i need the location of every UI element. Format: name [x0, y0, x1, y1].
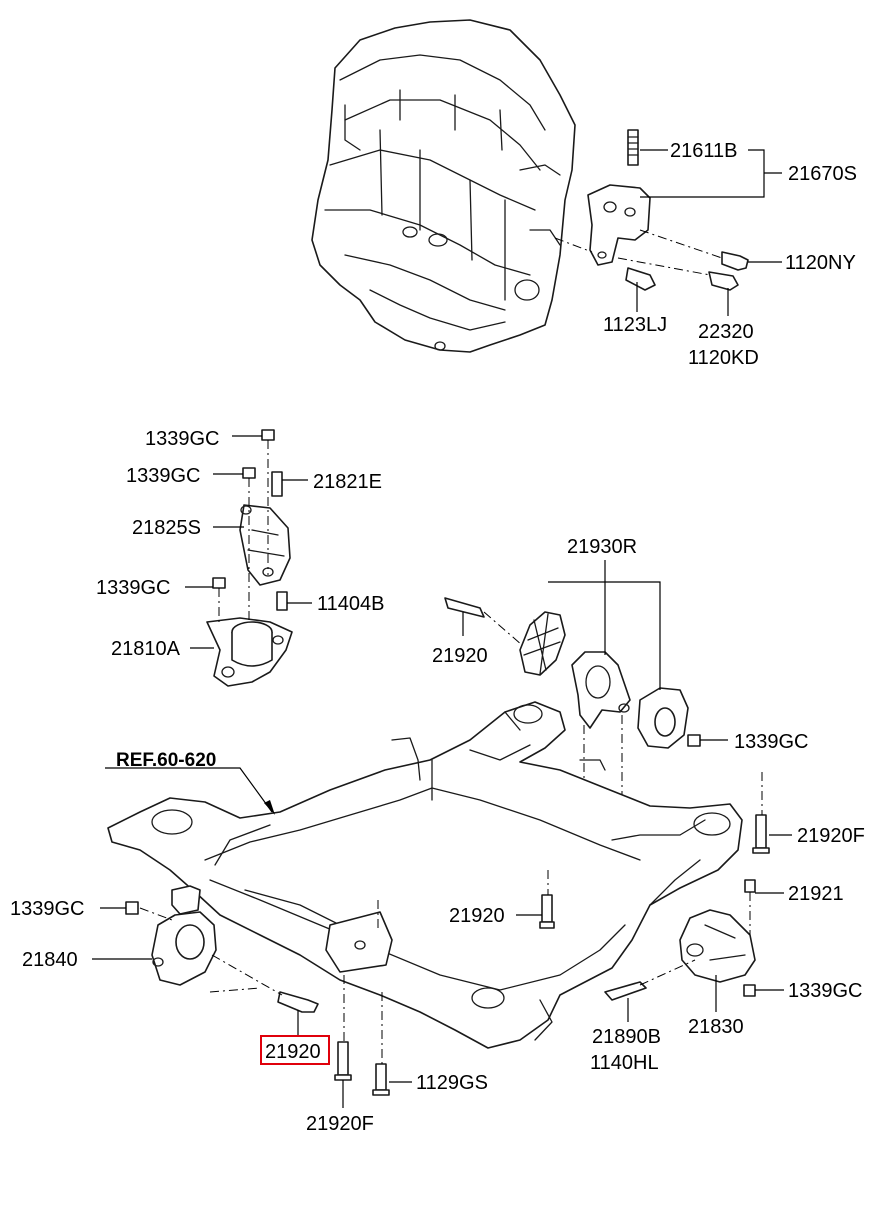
- engine-mount-bracket-21670s: [554, 129, 749, 291]
- engine-mount-21830: [604, 879, 756, 1001]
- label-21821e[interactable]: 21821E: [313, 471, 382, 493]
- leader-lines: [92, 149, 792, 1108]
- label-21920-top[interactable]: 21920: [432, 645, 488, 667]
- reference-label[interactable]: REF.60-620: [116, 750, 216, 771]
- label-21920-mid[interactable]: 21920: [449, 905, 505, 927]
- label-1339gc-e[interactable]: 1339GC: [10, 898, 85, 920]
- label-21670s[interactable]: 21670S: [788, 163, 857, 185]
- label-1120kd[interactable]: 1120KD: [688, 347, 759, 369]
- label-11404b[interactable]: 11404B: [317, 593, 384, 615]
- label-1120ny[interactable]: 1120NY: [785, 252, 856, 274]
- label-1339gc-b[interactable]: 1339GC: [126, 465, 201, 487]
- label-21890b[interactable]: 21890B: [592, 1026, 661, 1048]
- label-21920f-right[interactable]: 21920F: [797, 825, 865, 847]
- subframe-bolts: [334, 772, 770, 1096]
- engine-block: [311, 19, 576, 353]
- label-21930r[interactable]: 21930R: [567, 536, 637, 558]
- label-21825s[interactable]: 21825S: [132, 517, 201, 539]
- label-1140hl[interactable]: 1140HL: [590, 1052, 659, 1074]
- label-1339gc-d[interactable]: 1339GC: [734, 731, 809, 753]
- label-21920f-bottom[interactable]: 21920F: [306, 1113, 374, 1135]
- label-1129gs[interactable]: 1129GS: [416, 1072, 488, 1094]
- label-21921[interactable]: 21921: [788, 883, 844, 905]
- engine-mount-21840: [125, 885, 319, 1013]
- label-21611b[interactable]: 21611B: [670, 140, 737, 162]
- label-1339gc-f[interactable]: 1339GC: [788, 980, 863, 1002]
- transmission-mount-21930r: [444, 597, 701, 840]
- label-22320[interactable]: 22320: [698, 321, 754, 343]
- label-21810a[interactable]: 21810A: [111, 638, 181, 660]
- label-1339gc-c[interactable]: 1339GC: [96, 577, 171, 599]
- label-21840[interactable]: 21840: [22, 949, 78, 971]
- label-1339gc-a[interactable]: 1339GC: [145, 428, 220, 450]
- label-21830[interactable]: 21830: [688, 1016, 744, 1038]
- label-1123lj[interactable]: 1123LJ: [603, 314, 667, 336]
- label-21920-highlighted[interactable]: 21920: [265, 1041, 321, 1063]
- part-labels: 21611B 21670S 1120NY 1123LJ 22320 1120KD…: [10, 140, 865, 1135]
- engine-mount-21810a: [206, 429, 293, 687]
- highlight-box: [260, 1035, 330, 1065]
- front-subframe: [107, 701, 743, 1049]
